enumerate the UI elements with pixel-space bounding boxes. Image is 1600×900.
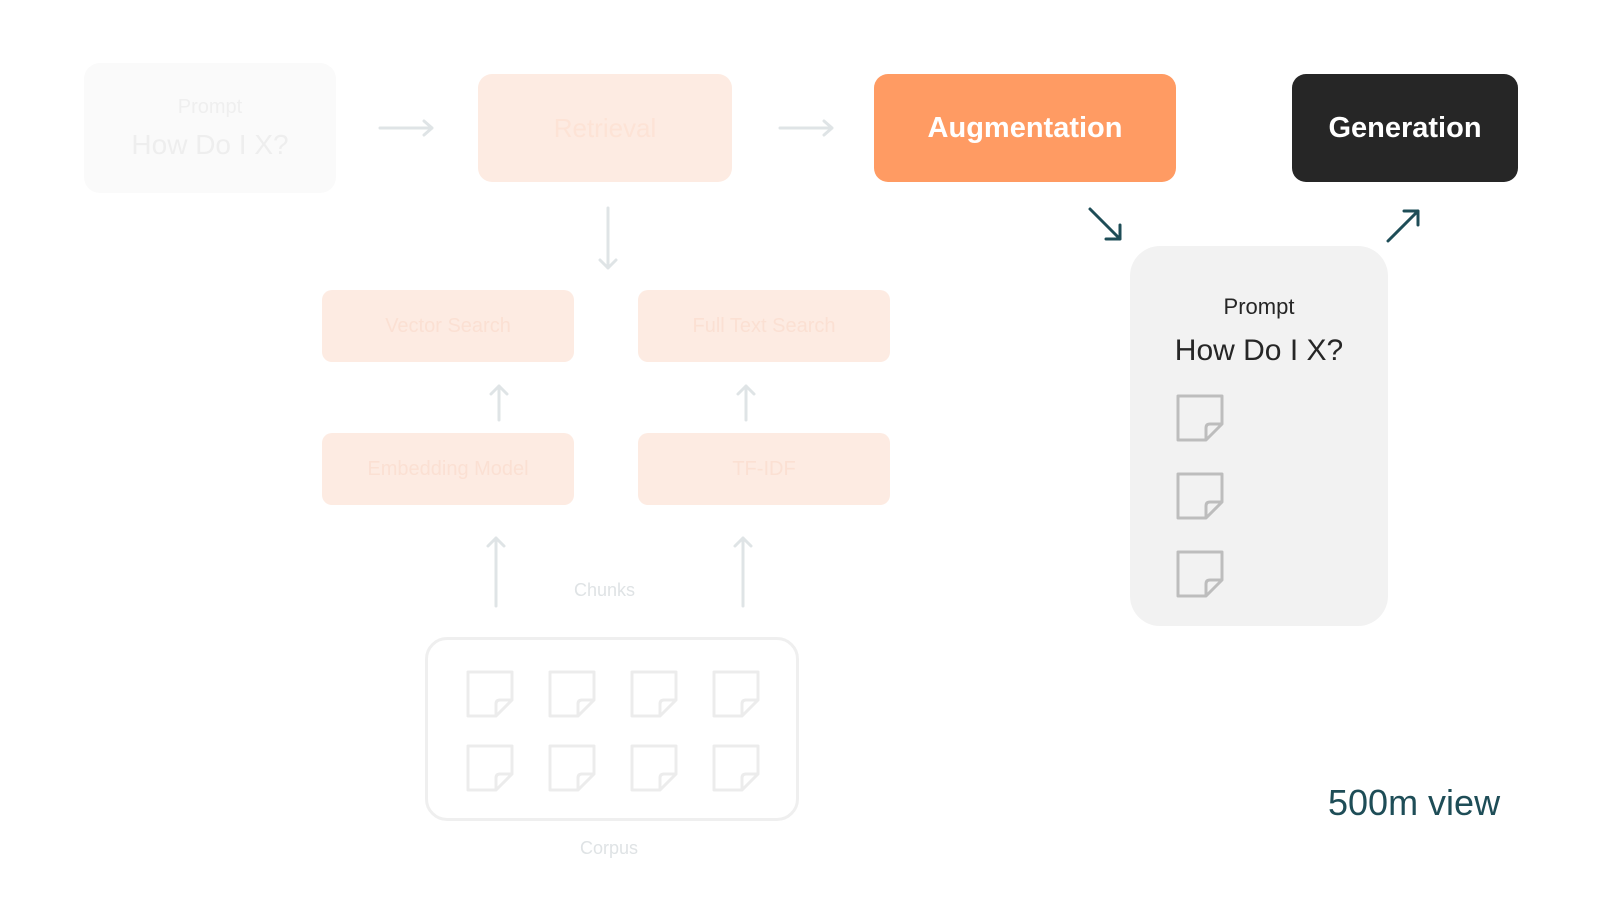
- prompt-box-question: How Do I X?: [131, 128, 289, 160]
- vector-search-box: Vector Search: [322, 290, 574, 362]
- full-text-search-label: Full Text Search: [692, 314, 836, 337]
- retrieval-box: Retrieval: [478, 74, 732, 182]
- corpus-label: Corpus: [580, 838, 639, 858]
- corpus-doc-grid: [464, 668, 762, 794]
- document-icon: [710, 668, 762, 720]
- embedding-model-label: Embedding Model: [367, 457, 529, 480]
- corpus-container: [425, 637, 799, 821]
- arrow-right-icon: [378, 118, 436, 138]
- arrow-up-icon: [487, 382, 511, 422]
- full-text-search-box: Full Text Search: [638, 290, 890, 362]
- document-icon: [464, 742, 516, 794]
- arrow-up-icon: [484, 534, 508, 608]
- document-icon: [1174, 392, 1226, 444]
- document-icon: [710, 742, 762, 794]
- augmented-prompt-docs: [1174, 392, 1226, 600]
- prompt-box-faded: Prompt How Do I X?: [84, 63, 336, 193]
- prompt-box-title: Prompt: [177, 95, 243, 118]
- document-icon: [1174, 470, 1226, 522]
- vector-search-label: Vector Search: [385, 314, 511, 337]
- retrieval-label: Retrieval: [553, 112, 657, 143]
- augmented-prompt-title: Prompt: [1223, 294, 1295, 319]
- augmentation-box: Augmentation: [874, 74, 1176, 182]
- document-icon: [546, 668, 598, 720]
- tf-idf-box: TF-IDF: [638, 433, 890, 505]
- document-icon: [1174, 548, 1226, 600]
- augmentation-label: Augmentation: [927, 111, 1123, 144]
- arrow-down-right-icon: [1086, 205, 1126, 245]
- embedding-model-box: Embedding Model: [322, 433, 574, 505]
- augmented-prompt-question: How Do I X?: [1174, 334, 1344, 367]
- arrow-up-icon: [731, 534, 755, 608]
- arrow-up-right-icon: [1384, 205, 1424, 245]
- document-icon: [464, 668, 516, 720]
- document-icon: [628, 668, 680, 720]
- generation-label: Generation: [1328, 111, 1482, 144]
- view-label: 500m view: [1328, 782, 1501, 823]
- arrow-right-icon: [778, 118, 836, 138]
- document-icon: [546, 742, 598, 794]
- tf-idf-label: TF-IDF: [732, 457, 796, 480]
- chunks-label: Chunks: [574, 580, 636, 600]
- document-icon: [628, 742, 680, 794]
- augmented-prompt-panel: Prompt How Do I X?: [1130, 246, 1388, 626]
- arrow-up-icon: [734, 382, 758, 422]
- arrow-down-icon: [596, 206, 620, 272]
- generation-box: Generation: [1292, 74, 1518, 182]
